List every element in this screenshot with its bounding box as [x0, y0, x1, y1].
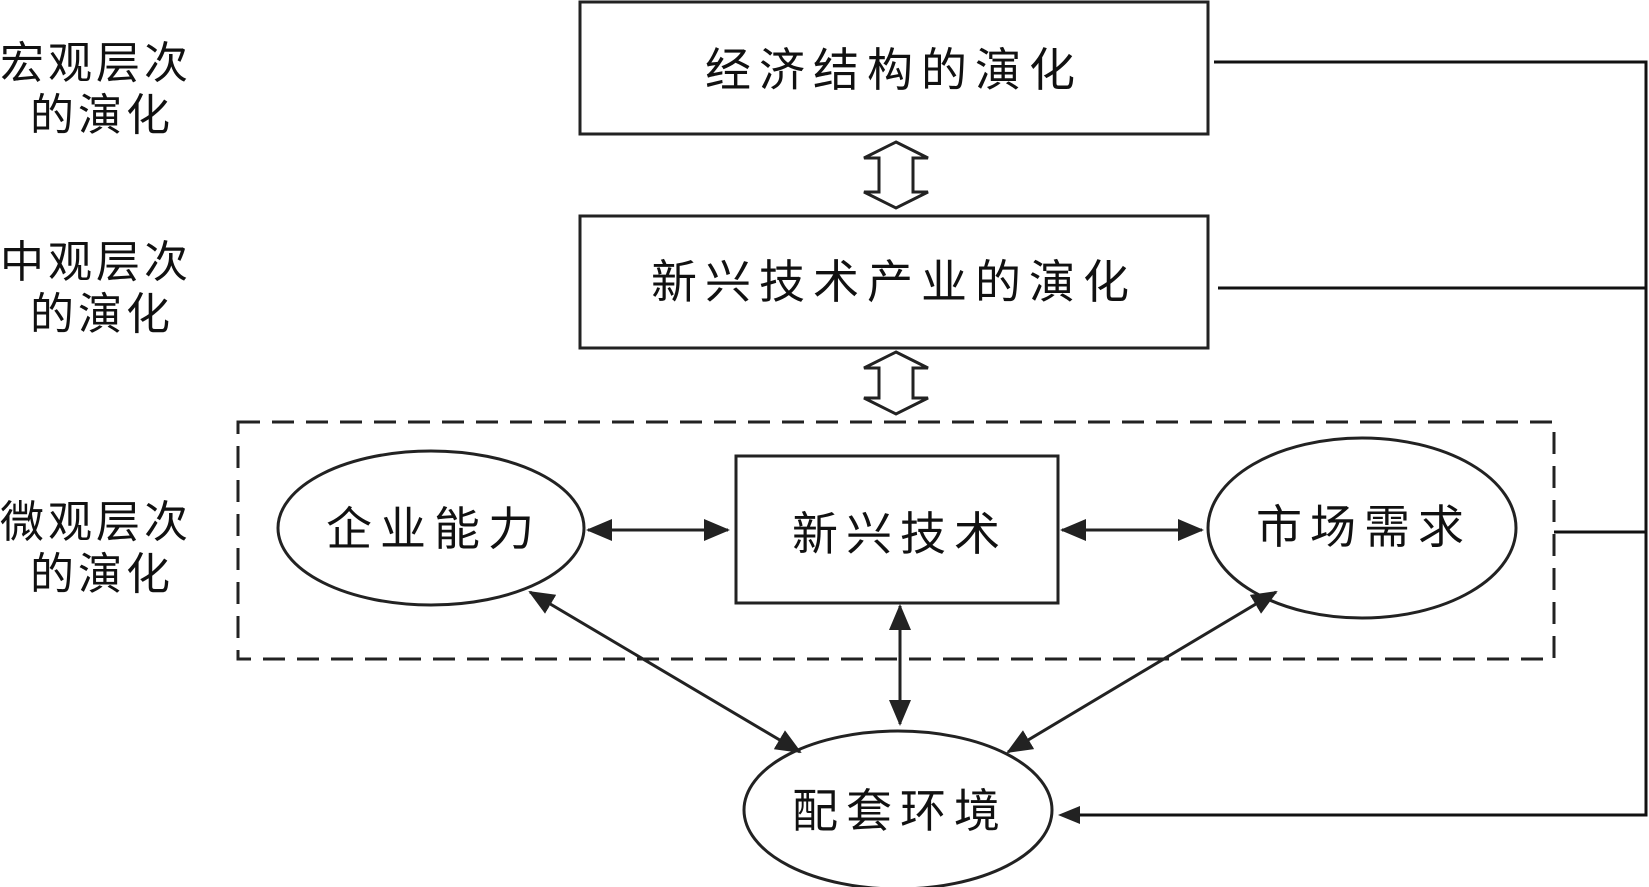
node-market-demand-ellipse [1206, 436, 1518, 620]
level-label-micro-line2: 的演化 [30, 549, 174, 600]
hollow-double-arrow-meso-micro [863, 350, 929, 416]
node-market-demand-label: 市场需求 [1256, 500, 1472, 554]
node-enterprise-capability-ellipse [276, 449, 586, 607]
node-supporting-environment[interactable]: 配套环境 [742, 729, 1054, 887]
level-label-macro-line2: 的演化 [30, 90, 174, 141]
arrow-market-environment [1006, 590, 1278, 754]
node-emerging-technology-box [734, 454, 1060, 605]
feedback-line-macro [1062, 60, 1648, 817]
node-emerging-technology[interactable]: 新兴技术 [734, 454, 1060, 605]
node-enterprise-capability[interactable]: 企业能力 [276, 449, 586, 607]
node-economic-structure[interactable]: 经济结构的演化 [578, 0, 1210, 136]
level-label-micro-line1: 微观层次 [0, 497, 192, 548]
node-emerging-technology-label: 新兴技术 [792, 507, 1008, 561]
level-label-micro: 微观层次 的演化 [0, 497, 192, 600]
node-emerging-industry-label: 新兴技术产业的演化 [651, 255, 1137, 309]
node-enterprise-capability-label: 企业能力 [326, 502, 542, 556]
feedback-connectors [1058, 60, 1648, 824]
level-label-meso-line1: 中观层次 [0, 237, 192, 288]
node-market-demand[interactable]: 市场需求 [1206, 436, 1518, 620]
node-supporting-environment-ellipse [742, 729, 1054, 887]
node-economic-structure-label: 经济结构的演化 [705, 43, 1083, 97]
node-emerging-industry-box [578, 214, 1210, 350]
level-label-meso-line2: 的演化 [30, 289, 174, 340]
level-label-macro: 宏观层次 的演化 [0, 38, 192, 141]
feedback-arrowhead [1058, 806, 1080, 824]
node-economic-structure-box [578, 0, 1210, 136]
level-label-macro-line1: 宏观层次 [0, 38, 192, 89]
node-emerging-industry[interactable]: 新兴技术产业的演化 [578, 214, 1210, 350]
arrow-enterprise-environment [528, 590, 802, 754]
level-label-meso: 中观层次 的演化 [0, 237, 192, 340]
hollow-double-arrow-macro-meso [863, 140, 929, 210]
node-supporting-environment-label: 配套环境 [792, 784, 1008, 838]
